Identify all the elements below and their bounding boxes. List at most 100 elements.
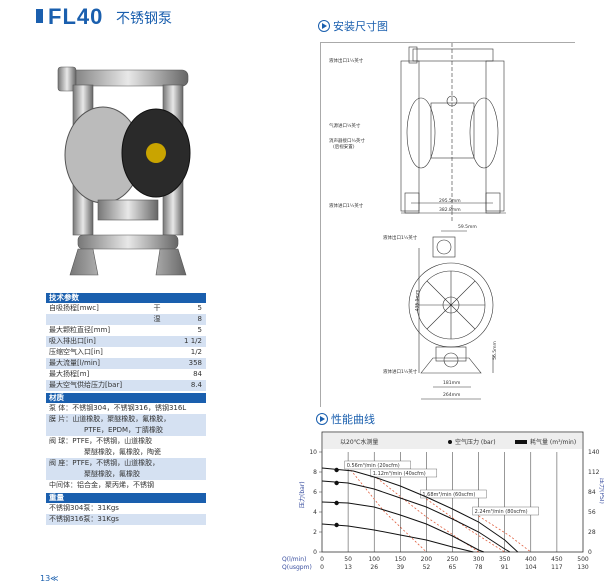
air-curve-label-box [472,506,539,516]
y-tick-label: 0 [313,549,317,556]
spec-label: 最大扬程[m] [49,370,90,378]
pressure-marker [334,500,339,506]
spec-label [49,314,142,325]
material-row: 中间体：铝合金，聚丙烯，不锈钢 [49,481,154,489]
spec-value: 5 [197,326,202,334]
front-view-drawing [400,43,506,400]
pressure-marker [334,467,339,473]
pressure-curve [321,523,474,553]
model-title: FL40 [48,4,104,29]
x-tick-usgpm: 0 [320,564,324,571]
x-tick-usgpm: 78 [475,564,483,571]
x-tick-label: 500 [577,556,589,563]
x-tick-usgpm: 52 [423,564,431,571]
air-consumption-curve [376,477,479,553]
spec-mode [142,347,172,358]
spec-table: 技术参数 自吸扬程[mwc] 干 5 湿 8 最大颗粒直径[mm] 5 吸入排出口[in] 1 … [46,293,206,525]
x-tick-label: 50 [344,556,352,563]
pressure-curve [321,501,484,553]
x-tick-label: 150 [395,556,407,563]
label-outlet-side: 液体出口1½英寸 [383,236,418,241]
y-tick-label: 8 [313,469,317,476]
dim-b2: 264mm [443,393,461,398]
spec-row: 最大空气供给压力[bar]8.4 [46,380,206,391]
label-inlet: 液体进口1½英寸 [329,204,364,209]
label-muffler-note: (后视安置) [333,145,355,150]
spec-value: 1 1/2 [184,337,202,345]
page-number: 13≪ [40,574,59,583]
dim-w1: 295.5mm [439,199,461,204]
chart-note: 以20℃水测量 [340,438,378,446]
material-row: 聚醚橡胶，氟橡胶，陶瓷 [84,448,161,456]
x-tick-usgpm: 65 [449,564,457,571]
x-tick-usgpm: 91 [501,564,509,571]
performance-heading: 性能曲线 [316,411,375,427]
x-tick-usgpm: 39 [396,564,404,571]
spec-label: 最大空气供给压力[bar] [49,381,123,389]
dimension-drawing: 液体出口1½英寸 气源进口¼英寸 消声器接口¾英寸 (后视安置) 液体进口1½英… [320,42,575,407]
spec-mode: 湿 [153,315,161,323]
y-tick-psi: 84 [588,489,596,496]
air-consumption-curve [350,469,427,553]
spec-label: 压缩空气入口[in] [49,348,103,356]
spec-value: 5 [197,304,202,312]
spec-mode: 干 [153,304,161,312]
material-row: 阀 座：PTFE，不锈钢，山道橡胶， [46,458,206,469]
x-tick-label: 100 [368,556,380,563]
x-tick-label: 450 [551,556,563,563]
spec-row: 最大颗粒直径[mm] 5 [46,325,206,336]
spec-row: 自吸扬程[mwc] 干 5 [46,303,206,314]
spec-label: 自吸扬程[mwc] [49,304,99,312]
spec-label: 吸入排出口[in] [49,337,96,345]
y-tick-label: 4 [313,509,317,516]
pressure-curve [321,467,519,553]
materials-header: 材质 [46,393,206,403]
spec-label: 最大流量[l/min] [49,359,100,367]
spec-mode [142,358,172,369]
legend-marker-pressure [448,440,452,444]
y-tick-psi: 0 [588,549,592,556]
material-row: 阀 球：PTFE，不锈钢，山道橡胶 [49,437,153,445]
air-consumption-curve [478,515,532,553]
spec-label: 最大颗粒直径[mm] [49,326,111,334]
x-tick-usgpm: 26 [370,564,378,571]
weight-304: 不锈钢304泵：31Kgs [49,504,119,512]
spec-value: 8 [197,315,202,323]
y-tick-psi: 56 [588,509,596,516]
air-consumption-curve [426,498,505,553]
y-tick-psi: 112 [588,469,600,476]
y-tick-label: 2 [313,529,317,536]
x-tick-label: 400 [525,556,537,563]
performance-chart: 以20℃水测量空气压力 (bar)耗气量 (m³/min)00501310026… [282,431,604,571]
play-icon [318,20,330,32]
weight-316: 不锈钢316泵：31Kgs [46,514,206,525]
x-tick-label: 250 [447,556,459,563]
spec-mode [142,369,172,380]
air-curve-label-box [370,468,438,478]
performance-title: 性能曲线 [331,413,375,426]
weight-header: 重量 [46,493,206,503]
label-muffler: 消声器接口¾英寸 [329,139,365,144]
dim-top: 59.5mm [458,225,477,230]
material-row: 膜 片：山道橡胶，聚醚橡胶，氟橡胶， [46,414,206,425]
spec-value: 358 [188,359,202,367]
spec-mode [142,325,172,336]
x-tick-usgpm: 130 [577,564,589,571]
air-curve-label: 0.56m³/min (20scfm) [347,463,400,469]
material-row: 聚醚橡胶，氟橡胶 [46,469,206,480]
spec-mode [142,380,172,391]
x-tick-usgpm: 117 [551,564,563,571]
title-marker [36,9,43,23]
dim-b1: 181mm [443,381,461,386]
x-tick-label: 300 [473,556,485,563]
spec-row: 吸入排出口[in] 1 1/2 [46,336,206,347]
legend-marker-air [515,440,527,444]
material-row: PTFE，EPDM，丁腈橡胶 [46,425,206,436]
model-subtitle: 不锈钢泵 [116,11,172,27]
spec-header: 技术参数 [46,293,206,303]
pump-photo [57,66,191,276]
spec-row: 压缩空气入口[in] 1/2 [46,347,206,358]
material-row: 泵 体：不锈钢304，不锈钢316，锈钢316L [49,404,187,412]
spec-value: 1/2 [190,348,202,356]
dim-h2: 56.5mm [492,341,498,360]
